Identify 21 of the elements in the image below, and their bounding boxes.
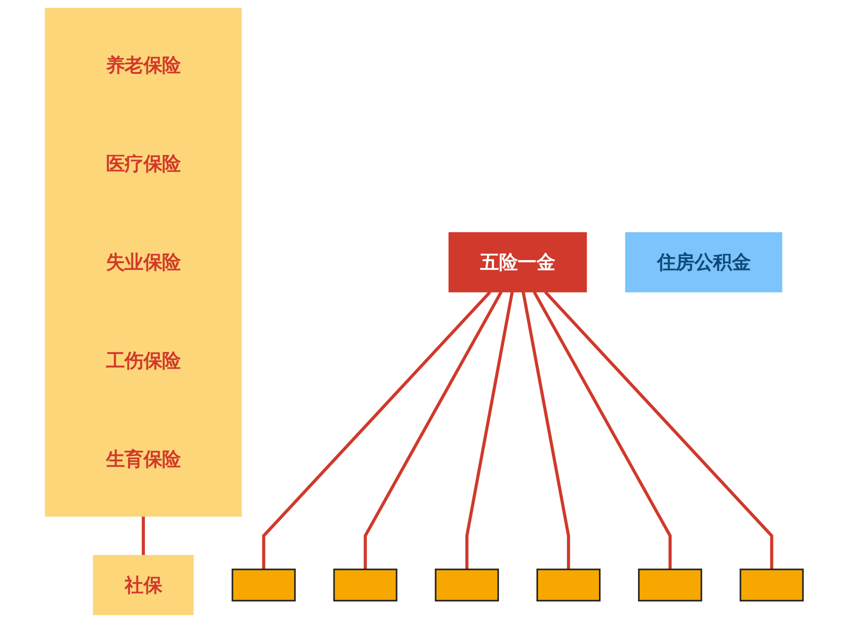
- node-text: 失业保险: [106, 251, 182, 274]
- node-box: [740, 568, 804, 602]
- node-box: [435, 568, 500, 602]
- cluster: [45, 8, 242, 517]
- node-box: [536, 568, 601, 602]
- connector: [522, 292, 570, 570]
- node-box: [638, 568, 703, 602]
- connector: [142, 516, 146, 556]
- connector: [466, 292, 514, 570]
- connector: [364, 291, 503, 570]
- node-text: 医疗保险: [106, 152, 182, 175]
- node-text: 工伤保险: [106, 350, 182, 372]
- connector: [533, 291, 672, 570]
- node-box: 社保: [93, 554, 194, 616]
- node-box: [232, 568, 296, 602]
- node-box: [334, 568, 398, 602]
- node-text: 养老保险: [106, 54, 182, 76]
- node-text: 生育保险: [106, 448, 182, 470]
- connector: [262, 290, 492, 570]
- connector: [544, 290, 774, 570]
- node-box: 五险一金: [448, 232, 588, 292]
